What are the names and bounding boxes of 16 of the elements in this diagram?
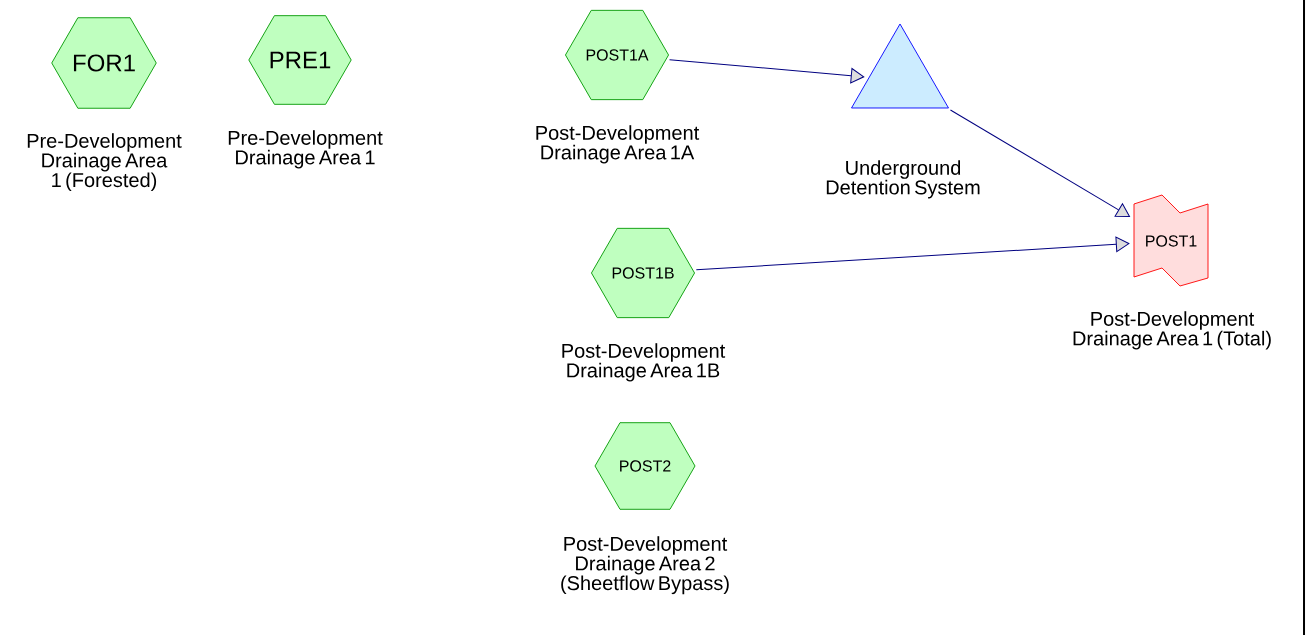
node-caption: Pre-Development Drainage Area 1 bbox=[228, 130, 383, 169]
subcatchment-hexagon: POST2 bbox=[594, 422, 696, 510]
node-caption: Post-Development Drainage Area 1B bbox=[562, 343, 726, 382]
node-caption: Post-Development Drainage Area 2 (Sheetflow Bypass) bbox=[561, 536, 729, 595]
subcatchment-hexagon: POST1A bbox=[565, 9, 669, 101]
arrow bbox=[949, 109, 1130, 217]
arrow bbox=[669, 59, 865, 84]
subcatchment-hexagon: POST1B bbox=[591, 227, 695, 319]
node-caption: Pre-Development Drainage Area 1 (Forested) bbox=[27, 133, 182, 192]
node-caption: Post-Development Drainage Area 1 (Total) bbox=[1073, 311, 1271, 350]
node-caption: Underground Detention System bbox=[826, 160, 980, 199]
subcatchment-hexagon: PRE1 bbox=[248, 15, 352, 105]
subcatchment-hexagon: FOR1 bbox=[51, 17, 157, 109]
arrow bbox=[695, 236, 1130, 271]
pond-triangle bbox=[851, 23, 949, 109]
node-caption: Post-Development Drainage Area 1A bbox=[536, 125, 700, 164]
